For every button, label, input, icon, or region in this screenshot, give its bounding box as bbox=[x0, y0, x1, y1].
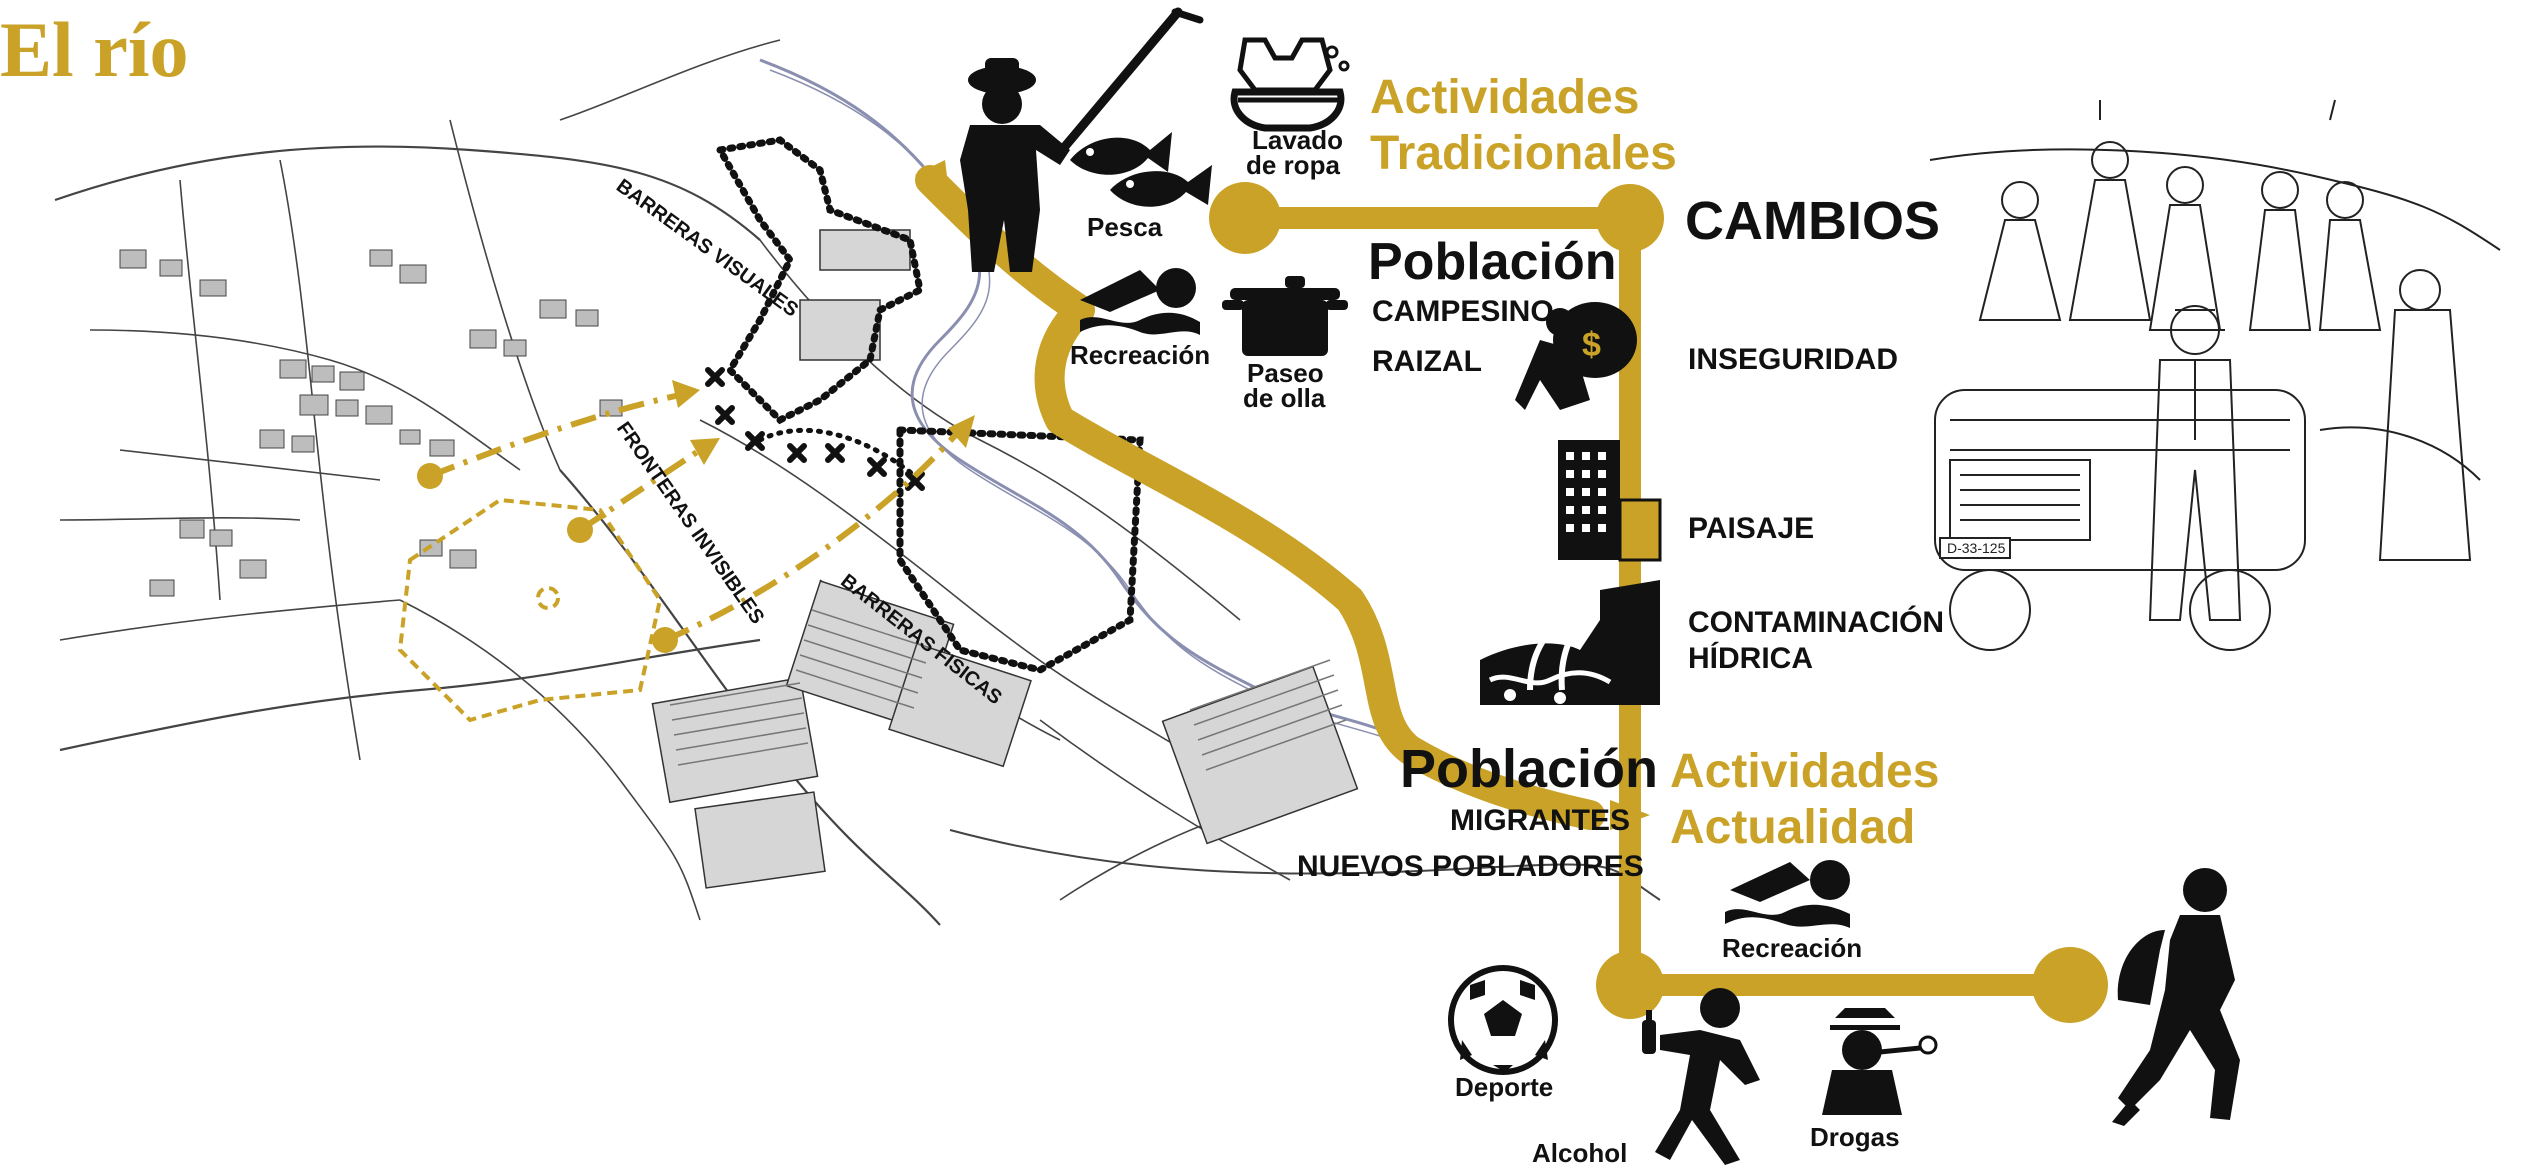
fronteras-invisibles-marks bbox=[705, 367, 925, 491]
deporte-label: Deporte bbox=[1455, 1072, 1554, 1102]
building-icon bbox=[1558, 440, 1662, 562]
fronteras-dotted-line bbox=[757, 427, 923, 483]
current-activities-heading-line1: Actividades bbox=[1670, 745, 1940, 798]
soccer-ball-icon bbox=[1448, 965, 1558, 1075]
drogas-label: Drogas bbox=[1810, 1122, 1900, 1152]
traditional-activities-heading-line1: Actividades bbox=[1370, 71, 1640, 124]
poblacion-actual-line1: MIGRANTES bbox=[1450, 804, 1630, 837]
paseo-label-line1: Paseo bbox=[1247, 358, 1324, 388]
timeline-arrowhead bbox=[1610, 800, 1650, 830]
svg-text:$: $ bbox=[1582, 326, 1601, 364]
cambios-item-contaminacion: CONTAMINACIÓN bbox=[1688, 606, 1945, 639]
paseo-label-line2: de olla bbox=[1243, 383, 1326, 413]
poblacion-actual-line2: NUEVOS POBLADORES bbox=[1297, 850, 1644, 883]
alcohol-label: Alcohol bbox=[1532, 1138, 1628, 1168]
swimmer-icon bbox=[1080, 268, 1200, 335]
poblacion-traditional-line1: CAMPESINO bbox=[1372, 295, 1554, 328]
crowd-sketch-illustration bbox=[1929, 99, 2501, 651]
swimmer-icon bbox=[1725, 860, 1850, 928]
timeline-nodes bbox=[1209, 182, 2108, 1023]
page-title: El río bbox=[0, 6, 189, 93]
traditional-activities-heading-line2: Tradicionales bbox=[1370, 127, 1677, 180]
drunk-person-icon bbox=[1642, 988, 1760, 1165]
town-center-area bbox=[397, 497, 663, 723]
laundry-basin-icon bbox=[1230, 37, 1350, 132]
barreras-visuales-boundary bbox=[714, 136, 1144, 674]
car-plate-text: D-33-125 bbox=[1947, 540, 2006, 556]
map-building-blocks bbox=[119, 249, 623, 597]
walking-traveler-icon bbox=[2112, 868, 2240, 1126]
current-activities-heading-line2: Actualidad bbox=[1670, 801, 1916, 854]
timeline-start-tip bbox=[915, 160, 950, 200]
fisherman-icon bbox=[960, 7, 1204, 272]
smoking-person-icon bbox=[1822, 1008, 1938, 1115]
expansion-arrows bbox=[428, 392, 963, 643]
recreacion-actual-label: Recreación bbox=[1722, 933, 1863, 963]
poblacion-traditional-heading: Población bbox=[1368, 233, 1617, 291]
pesca-label: Pesca bbox=[1087, 212, 1163, 242]
cambios-item-inseguridad: INSEGURIDAD bbox=[1688, 343, 1899, 376]
pollution-pipe-icon bbox=[1480, 580, 1660, 705]
fish-icon bbox=[1070, 132, 1212, 207]
expansion-arrowheads bbox=[672, 380, 975, 465]
recreacion-traditional-label: Recreación bbox=[1070, 340, 1211, 370]
map-grid-stripes bbox=[669, 609, 1347, 771]
expansion-nodes bbox=[417, 463, 678, 653]
cooking-pot-icon bbox=[1222, 276, 1348, 356]
cambios-item-hidrica: HÍDRICA bbox=[1688, 642, 1813, 675]
cambios-item-paisaje: PAISAJE bbox=[1688, 512, 1815, 545]
poblacion-traditional-line2: RAIZAL bbox=[1372, 345, 1482, 378]
thief-icon: $ bbox=[1515, 302, 1637, 410]
lavado-label-line1: Lavado bbox=[1252, 125, 1344, 155]
poblacion-actual-heading: Población bbox=[1400, 739, 1659, 799]
cambios-heading: CAMBIOS bbox=[1685, 191, 1940, 251]
lavado-label-line2: de ropa bbox=[1246, 150, 1340, 180]
